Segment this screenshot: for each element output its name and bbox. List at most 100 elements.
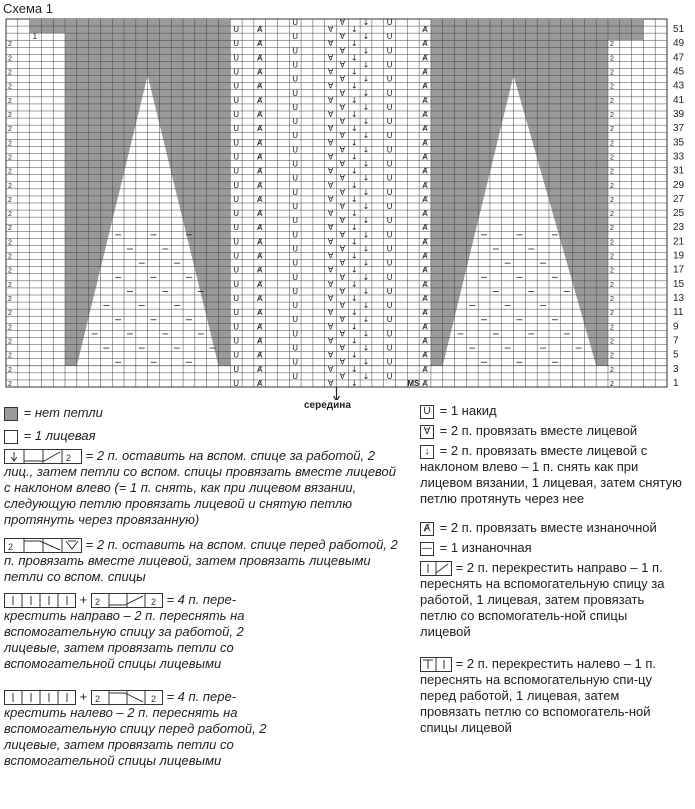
ms-label: MS [407, 379, 420, 388]
legend-cable-right-k2tog: 2 = 2 п. оставить на вспом. спице перед … [4, 537, 398, 585]
row-number: 5 [673, 350, 679, 361]
cable-marker: 2 [8, 353, 12, 360]
stitch-symbol: U [387, 358, 393, 367]
stitch-symbol: ∀ [328, 53, 334, 62]
stitch-symbol: U [233, 138, 239, 147]
stitch-symbol: ↓ [363, 18, 370, 27]
stitch-symbol: ↓ [363, 103, 370, 112]
svg-text:2: 2 [66, 453, 71, 463]
stitch-symbol: U [387, 160, 393, 169]
stitch-symbol: U [292, 358, 298, 367]
stitch-symbol: ∀ [328, 138, 334, 147]
legend-knit: = 1 лицевая [4, 428, 334, 444]
stitch-symbol: ↓ [351, 336, 358, 345]
stitch-symbol: U [233, 167, 239, 176]
cable-marker: 2 [610, 324, 614, 331]
stitch-symbol: U [233, 25, 239, 34]
stitch-symbol: Ⱥ [421, 307, 428, 317]
stitch-symbol: U [233, 237, 239, 246]
stitch-symbol: U [387, 131, 393, 140]
stitch-symbol: Ⱥ [421, 81, 428, 91]
k2tog-icon: ∀ [420, 424, 434, 439]
stitch-symbol: ∀ [340, 145, 346, 154]
stitch-symbol: U [292, 287, 298, 296]
row-number: 3 [673, 364, 679, 375]
cable-marker: 2 [8, 183, 12, 190]
stitch-symbol: ∀ [340, 301, 346, 310]
svg-text:2: 2 [8, 542, 13, 552]
stitch-symbol: U [292, 145, 298, 154]
row-number: 19 [673, 251, 685, 262]
stitch-symbol: ↓ [351, 110, 358, 119]
stitch-symbol: U [387, 60, 393, 69]
stitch-symbol: Ⱥ [421, 279, 428, 289]
cable-marker: 2 [8, 154, 12, 161]
svg-text:2: 2 [151, 694, 156, 704]
stitch-symbol: U [233, 280, 239, 289]
stitch-symbol: U [292, 372, 298, 381]
stitch-symbol: U [387, 46, 393, 55]
stitch-symbol: ↓ [351, 25, 358, 34]
stitch-symbol: U [233, 96, 239, 105]
row-number: 17 [673, 265, 685, 276]
cable-marker: 2 [8, 41, 12, 48]
cable-marker: 2 [610, 169, 614, 176]
stitch-symbol: U [292, 244, 298, 253]
stitch-symbol: ↓ [351, 39, 358, 48]
cable-marker: 2 [8, 296, 12, 303]
stitch-symbol: ∀ [328, 252, 334, 261]
stitch-symbol: Ⱥ [256, 208, 263, 218]
stitch-symbol: Ⱥ [421, 251, 428, 261]
stitch-symbol: ∀ [340, 160, 346, 169]
stitch-symbol: Ⱥ [421, 166, 428, 176]
stitch-symbol: Ⱥ [421, 95, 428, 105]
stitch-symbol: U [292, 174, 298, 183]
stitch-symbol: Ⱥ [256, 166, 263, 176]
stitch-symbol: ↓ [363, 344, 370, 353]
stitch-symbol: U [292, 75, 298, 84]
row-number: 9 [673, 321, 679, 332]
cross-left-icon [420, 657, 452, 673]
stitch-symbol: ∀ [340, 18, 346, 27]
cable-marker: 2 [610, 338, 614, 345]
stitch-symbol: U [387, 188, 393, 197]
stitch-symbol: U [292, 160, 298, 169]
stitch-symbol: ↓ [351, 124, 358, 133]
stitch-symbol: Ⱥ [256, 251, 263, 261]
stitch-symbol: U [233, 351, 239, 360]
stitch-symbol: U [292, 60, 298, 69]
stitch-symbol: Ⱥ [256, 123, 263, 133]
legend-ssk: ↓ = 2 п. провязать вместе лицевой с накл… [420, 443, 682, 506]
stitch-symbol: Ⱥ [421, 109, 428, 119]
stitch-symbol: ∀ [340, 287, 346, 296]
stitch-symbol: U [387, 216, 393, 225]
stitch-symbol: U [233, 209, 239, 218]
stitch-symbol: U [233, 379, 239, 388]
cable-marker: 2 [8, 338, 12, 345]
cable-marker: 2 [610, 282, 614, 289]
cable-marker: 2 [8, 381, 12, 388]
stitch-symbol: Ⱥ [256, 222, 263, 232]
stitch-symbol: ↓ [363, 315, 370, 324]
cable-marker: 2 [610, 55, 614, 62]
stitch-symbol: ↓ [351, 280, 358, 289]
stitch-symbol: ∀ [340, 244, 346, 253]
stitch-symbol: ↓ [363, 301, 370, 310]
stitch-symbol: U [292, 301, 298, 310]
stitch-symbol: Ⱥ [421, 236, 428, 246]
stitch-symbol: Ⱥ [421, 180, 428, 190]
stitch-symbol: U [233, 152, 239, 161]
stitch-symbol: ↓ [363, 32, 370, 41]
stitch-symbol: Ⱥ [421, 67, 428, 77]
cable-marker: 2 [610, 98, 614, 105]
stitch-symbol: ↓ [363, 131, 370, 140]
stitch-symbol: ↓ [351, 294, 358, 303]
legend-purl: — = 1 изнаночная [420, 540, 532, 556]
stitch-symbol: Ⱥ [421, 151, 428, 161]
svg-text:2: 2 [95, 597, 100, 607]
stitch-symbol: ↓ [363, 188, 370, 197]
stitch-symbol: ↓ [363, 329, 370, 338]
stitch-symbol: Ⱥ [256, 24, 263, 34]
svg-text:2: 2 [95, 694, 100, 704]
